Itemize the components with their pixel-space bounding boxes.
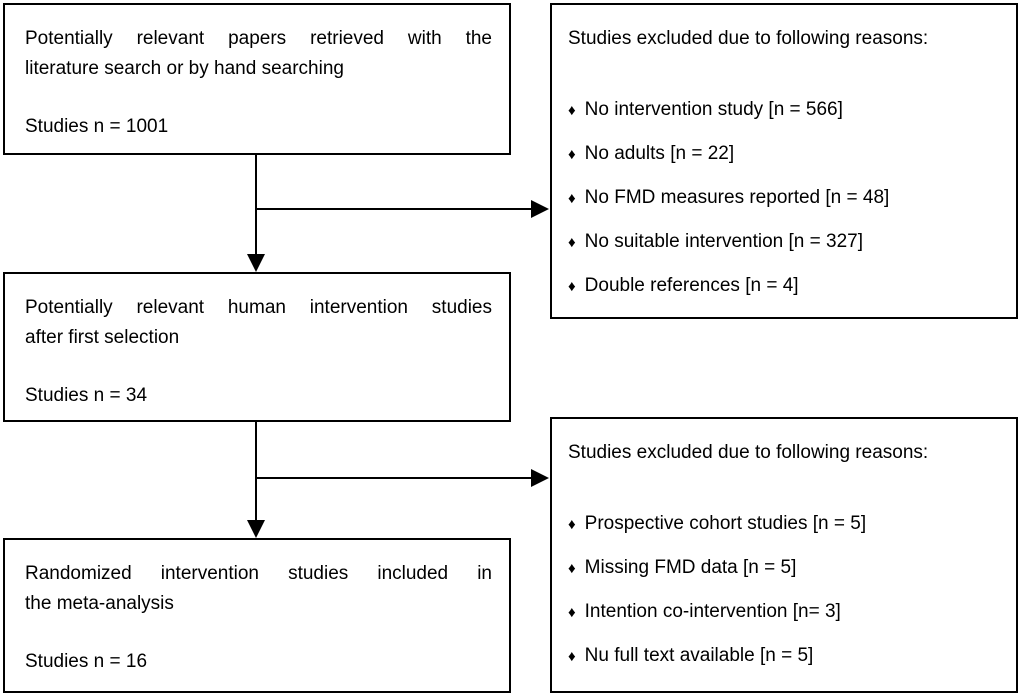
box-after-first-selection-line1: Potentially relevant human intervention … (25, 297, 492, 318)
diamond-bullet-icon: ♦ (568, 648, 576, 665)
diamond-bullet-icon: ♦ (568, 190, 576, 207)
box-included-meta-analysis-line1: Randomized intervention studies included… (25, 563, 492, 584)
list-item: ♦ Missing FMD data [n = 5] (568, 553, 1002, 584)
diamond-bullet-icon: ♦ (568, 146, 576, 163)
arrowhead-down-1-icon (247, 254, 265, 272)
box-after-first-selection-count: Studies n = 34 (25, 385, 148, 406)
list-item: ♦ Intention co-intervention [n= 3] (568, 597, 1002, 628)
arrowhead-right-2-icon (531, 469, 549, 487)
exclusion-reason: No adults [n = 22] (584, 143, 735, 164)
arrowhead-down-2-icon (247, 520, 265, 538)
exclusion-reason: No suitable intervention [n = 327] (584, 231, 863, 252)
exclusion-reason: Missing FMD data [n = 5] (584, 557, 797, 578)
diamond-bullet-icon: ♦ (568, 516, 576, 533)
exclusion-reason: Intention co-intervention [n= 3] (584, 601, 841, 622)
exclusion-reason: Double references [n = 4] (584, 275, 799, 296)
box-excluded-first-title: Studies excluded due to following reason… (568, 28, 929, 49)
list-item: ♦ No intervention study [n = 566] (568, 95, 1002, 126)
box-after-first-selection: Potentially relevant human intervention … (3, 272, 511, 422)
exclusion-reason: Nu full text available [n = 5] (584, 645, 814, 666)
exclusion-reason: Prospective cohort studies [n = 5] (584, 513, 867, 534)
connector-line-down-1 (255, 155, 257, 254)
box-papers-retrieved-count: Studies n = 1001 (25, 116, 169, 137)
box-excluded-second: Studies excluded due to following reason… (550, 417, 1018, 693)
arrowhead-right-1-icon (531, 200, 549, 218)
list-item: ♦ Nu full text available [n = 5] (568, 641, 1002, 672)
list-item: ♦ No suitable intervention [n = 327] (568, 227, 1002, 258)
exclusion-reason: No intervention study [n = 566] (584, 99, 843, 120)
box-papers-retrieved-line1: Potentially relevant papers retrieved wi… (25, 28, 492, 49)
list-item: ♦ No FMD measures reported [n = 48] (568, 183, 1002, 214)
box-included-meta-analysis: Randomized intervention studies included… (3, 538, 511, 693)
box-papers-retrieved: Potentially relevant papers retrieved wi… (3, 3, 511, 155)
box-included-meta-analysis-count: Studies n = 16 (25, 651, 148, 672)
list-item: ♦ No adults [n = 22] (568, 139, 1002, 170)
connector-line-right-2 (256, 477, 531, 479)
diamond-bullet-icon: ♦ (568, 560, 576, 577)
box-excluded-second-title: Studies excluded due to following reason… (568, 442, 929, 463)
list-item: ♦ Prospective cohort studies [n = 5] (568, 509, 1002, 540)
box-excluded-first: Studies excluded due to following reason… (550, 3, 1018, 319)
diamond-bullet-icon: ♦ (568, 278, 576, 295)
connector-line-right-1 (256, 208, 531, 210)
box-after-first-selection-line2: after first selection (25, 327, 180, 348)
diamond-bullet-icon: ♦ (568, 604, 576, 621)
box-included-meta-analysis-line2: the meta-analysis (25, 593, 174, 614)
list-item: ♦ Double references [n = 4] (568, 271, 1002, 302)
box-papers-retrieved-line2: literature search or by hand searching (25, 58, 344, 79)
diamond-bullet-icon: ♦ (568, 102, 576, 119)
diamond-bullet-icon: ♦ (568, 234, 576, 251)
exclusion-reason: No FMD measures reported [n = 48] (584, 187, 890, 208)
connector-line-down-2 (255, 422, 257, 520)
